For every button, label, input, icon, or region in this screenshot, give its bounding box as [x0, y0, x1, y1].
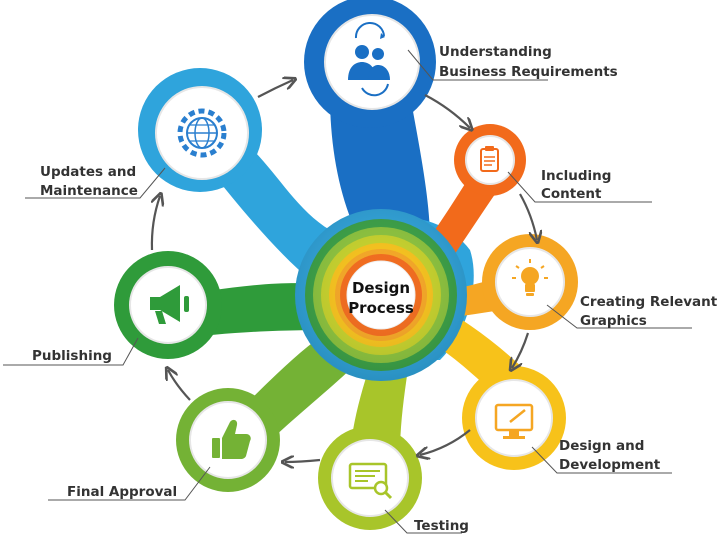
node-including-content [465, 135, 515, 185]
step-label-understanding: Understanding Business Requirements [439, 44, 618, 80]
step-label-testing: Testing [414, 518, 469, 534]
center-title-line1: Design [352, 279, 410, 297]
flow-arrows [152, 80, 537, 462]
label-line1: Final Approval [67, 484, 177, 500]
label-line1: Creating Relevant [580, 294, 718, 310]
step-label-updates: Updates and Maintenance [40, 164, 138, 199]
label-line1: Publishing [32, 348, 112, 364]
monitor-design-icon [494, 403, 534, 439]
globe-gear-icon [177, 108, 227, 158]
label-line1: Design and [559, 438, 644, 454]
label-line2: Maintenance [40, 183, 138, 199]
label-line2: Content [541, 186, 602, 202]
step-label-publishing: Publishing [32, 348, 112, 364]
node-updates [155, 86, 249, 180]
leader-lines [3, 49, 692, 534]
label-line1: Updates and [40, 164, 136, 180]
label-line2: Development [559, 457, 661, 473]
node-understanding [324, 14, 420, 110]
step-label-final-approval: Final Approval [67, 484, 177, 500]
center-hub: Design Process [295, 209, 467, 381]
lightbulb-icon [512, 259, 548, 296]
node-publishing [129, 266, 207, 344]
label-line2: Graphics [580, 313, 647, 329]
node-design-development [475, 379, 553, 457]
center-title-line2: Process [348, 299, 414, 317]
users-sync-icon [348, 21, 390, 97]
clipboard-icon [480, 146, 499, 172]
label-line1: Including [541, 168, 611, 184]
thumbs-up-icon [212, 419, 251, 459]
step-label-creating-graphics: Creating Relevant Graphics [580, 294, 718, 329]
megaphone-icon [150, 285, 189, 324]
step-label-including-content: Including Content [541, 168, 611, 202]
node-testing [331, 439, 409, 517]
node-creating-graphics [495, 247, 565, 317]
node-final-approval [189, 401, 267, 479]
label-line1: Testing [414, 518, 469, 534]
document-search-icon [348, 462, 393, 500]
label-line1: Understanding [439, 44, 552, 60]
step-label-design-development: Design and Development [559, 438, 661, 473]
label-line2: Business Requirements [439, 64, 618, 80]
